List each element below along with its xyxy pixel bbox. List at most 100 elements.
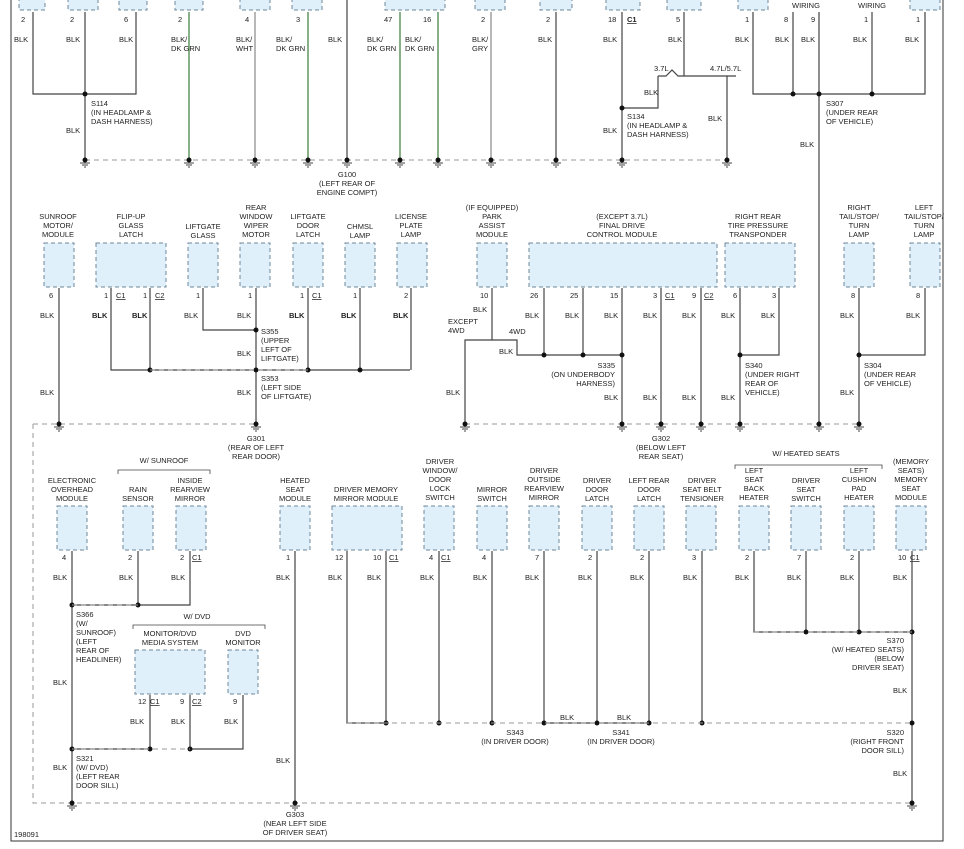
wire-label: BLK — [578, 573, 592, 582]
wire-label: BLK — [224, 717, 238, 726]
wire-label: BLK — [289, 311, 305, 320]
wire-label: BLK — [130, 717, 144, 726]
wire-label: BLK — [184, 311, 198, 320]
middle-wire-labels: BLK BLK BLK BLK BLK BLK BLK BLK BLK BLK … — [40, 305, 920, 461]
pin-label: 9 — [692, 291, 696, 300]
wire-label: BLK — [893, 769, 907, 778]
wire-label: BLK — [604, 393, 618, 402]
pin-label: 6 — [733, 291, 737, 300]
wire-label: BLK — [603, 35, 617, 44]
wire-label: BLK — [525, 311, 539, 320]
wire-label: BLK — [840, 311, 854, 320]
seat-back-heater-box — [738, 505, 770, 551]
wire-label: BLK — [906, 311, 920, 320]
pin-label: 8 — [784, 15, 788, 24]
outside-mirror-box — [528, 505, 560, 551]
pin-label: 1 — [286, 553, 290, 562]
wire-label: BLK — [237, 388, 251, 397]
tensioner-box — [685, 505, 717, 551]
pin-label: C1 — [910, 553, 920, 562]
pin-label: 6 — [124, 15, 128, 24]
pin-label: 8 — [851, 291, 855, 300]
splice-label-s343: S343(IN DRIVER DOOR) — [481, 728, 549, 746]
wire-label: BLK — [708, 114, 722, 123]
pin-label: 1 — [300, 291, 304, 300]
wire-label: BLK — [721, 311, 735, 320]
wire-label: BLK — [276, 756, 290, 765]
connector-label: C1 — [627, 15, 637, 24]
wire-label: BLK — [840, 573, 854, 582]
wire-label: BLK — [560, 713, 574, 722]
group-label-dvd: W/ DVD — [183, 612, 211, 621]
variant-label: 4WD — [509, 327, 526, 336]
wire-label: BLK — [40, 388, 54, 397]
wire-label: BLK — [853, 35, 867, 44]
dvd-media-box — [134, 649, 206, 695]
memory-mirror-box — [331, 505, 403, 551]
pin-label: 1 — [353, 291, 357, 300]
dvd-monitor-box — [227, 649, 259, 695]
wire-label: BLK — [630, 573, 644, 582]
liftgate-glass-box — [187, 242, 219, 288]
pin-label: 3 — [772, 291, 776, 300]
wire-label: BLK — [341, 311, 357, 320]
pin-label: 7 — [797, 553, 801, 562]
top-wires — [32, 0, 926, 424]
memory-seat-box — [895, 505, 927, 551]
wire-label: BLK — [682, 311, 696, 320]
wire-label: BLK — [53, 678, 67, 687]
wire-label: BLK — [92, 311, 108, 320]
pin-label: 1 — [864, 15, 868, 24]
bottom-grounds — [67, 800, 917, 811]
group-label-heated: W/ HEATED SEATS — [772, 449, 839, 458]
window-switch-box — [423, 505, 455, 551]
pin-label: 2 — [178, 15, 182, 24]
pin-label: 3 — [653, 291, 657, 300]
pin-label: 15 — [610, 291, 618, 300]
pin-label: 4 — [245, 15, 249, 24]
wire-label: BLK — [420, 573, 434, 582]
wire-label: BLK — [276, 573, 290, 582]
wire-label: BLK — [328, 35, 342, 44]
pin-label: C1 — [441, 553, 451, 562]
final-drive-box — [528, 242, 718, 288]
connector-label: C2 — [155, 291, 165, 300]
wire-label: BLK — [66, 35, 80, 44]
wire-label: BLK — [721, 393, 735, 402]
pin-label: 2 — [21, 15, 25, 24]
pin-label: 4 — [429, 553, 433, 562]
heated-seat-module-box — [279, 505, 311, 551]
wire-label: BLK — [119, 573, 133, 582]
bottom-wire-labels: BLK BLK BLK BLK BLK BLK BLK BLK BLK BLK … — [53, 573, 907, 837]
pin-label: 6 — [49, 291, 53, 300]
pin-label: C1 — [192, 553, 202, 562]
pin-label: 12 — [335, 553, 343, 562]
wiring-label: WIRING — [792, 1, 820, 10]
liftgate-latch-box — [292, 242, 324, 288]
diagram-frame — [10, 0, 944, 842]
middle-grounds — [54, 421, 864, 432]
rear-latch-box — [633, 505, 665, 551]
pin-label: C1 — [389, 553, 399, 562]
seat-switch-box — [790, 505, 822, 551]
connector-label: C1 — [312, 291, 322, 300]
